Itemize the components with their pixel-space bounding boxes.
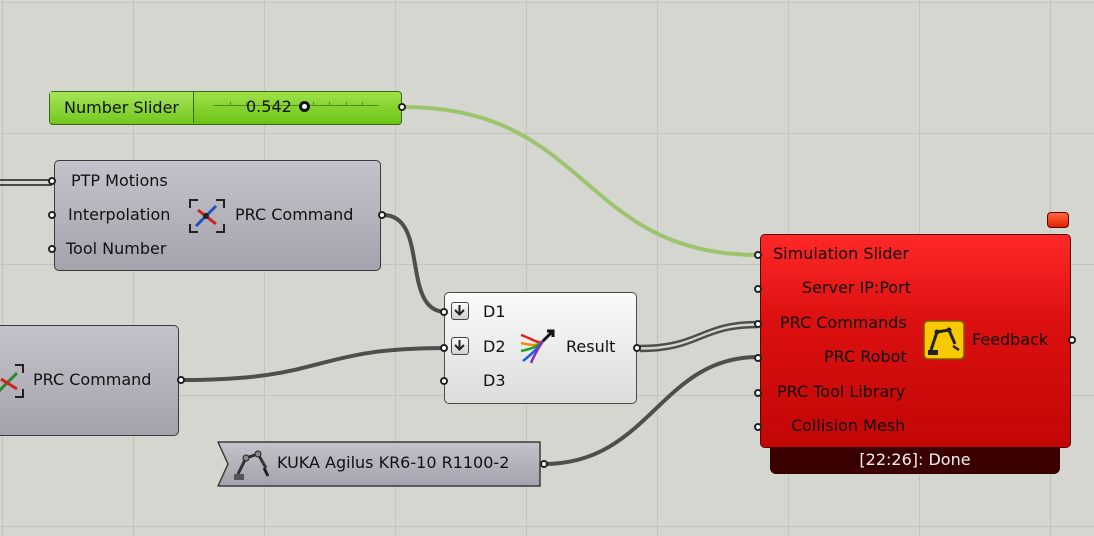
input-collision-mesh: Collision Mesh [791,416,906,435]
input-interpolation: Interpolation [68,205,171,224]
input-d3: D3 [483,371,506,390]
output-feedback: Feedback [972,330,1049,349]
wire-command-to-d1[interactable] [382,213,447,314]
port-simulation-slider[interactable] [754,251,762,259]
port-result-out[interactable] [633,344,641,352]
port-feedback-out[interactable] [1068,336,1076,344]
output-prc-command: PRC Command [235,205,354,224]
port-d1[interactable] [440,308,448,316]
wire-command-to-d2[interactable] [181,346,447,382]
slider-value: 0.542 [246,97,292,116]
d2-flatten-toggle[interactable] [451,337,469,355]
slider-track[interactable] [213,102,379,106]
port-collision-mesh[interactable] [754,423,762,431]
port-d2[interactable] [440,344,448,352]
wire-result-to-commands[interactable] [639,320,759,348]
prc-core-component[interactable]: Simulation Slider Server IP:Port PRC Com… [760,234,1071,448]
port-d3[interactable] [440,377,448,385]
prc-command-icon [0,364,24,398]
port-tool-number[interactable] [48,245,56,253]
status-bar: [22:26]: Done [770,447,1060,474]
slider-name: Number Slider [50,92,194,123]
input-d1: D1 [483,302,506,321]
merge-icon [520,329,555,364]
port-kuka-out[interactable] [540,460,548,468]
robot-core-icon [923,320,965,360]
kuka-label: KUKA Agilus KR6-10 R1100-2 [277,453,510,472]
port-server-ip-port[interactable] [754,285,762,293]
output-prc-command: PRC Command [33,370,152,389]
input-prc-robot: PRC Robot [824,347,907,366]
wire-slider-to-simulation[interactable] [403,105,759,257]
input-tool-number: Tool Number [66,239,167,258]
port-prc-command-out-top[interactable] [378,211,386,219]
output-result: Result [566,337,616,356]
input-prc-commands: PRC Commands [780,313,907,332]
port-prc-command-out-left[interactable] [177,376,185,384]
prc-command-component-top[interactable]: PTP Motions Interpolation Tool Number PR… [54,160,381,271]
prc-command-icon [189,199,225,233]
merge-component[interactable]: D1 D2 D3 Result [444,292,637,404]
input-ptp-motions: PTP Motions [71,171,168,190]
input-prc-tool-library: PRC Tool Library [777,382,906,401]
port-prc-robot[interactable] [754,354,762,362]
prc-command-component-left[interactable]: PRC Command [0,325,179,436]
input-d2: D2 [483,337,506,356]
wire-robot-to-core[interactable] [543,355,759,466]
d1-flatten-toggle[interactable] [451,302,469,320]
robot-arm-icon [234,450,270,480]
port-prc-commands[interactable] [754,320,762,328]
warning-flag-icon[interactable] [1047,212,1069,228]
port-ptp-motions[interactable] [48,177,56,185]
port-interpolation[interactable] [48,211,56,219]
slider-knob[interactable] [299,101,310,112]
input-server-ip-port: Server IP:Port [802,278,912,297]
port-prc-tool-library[interactable] [754,389,762,397]
number-slider[interactable]: Number Slider 0.542 [49,91,402,125]
input-simulation-slider: Simulation Slider [773,244,909,263]
kuka-robot-param[interactable] [216,440,542,488]
slider-output-port[interactable] [398,103,406,111]
